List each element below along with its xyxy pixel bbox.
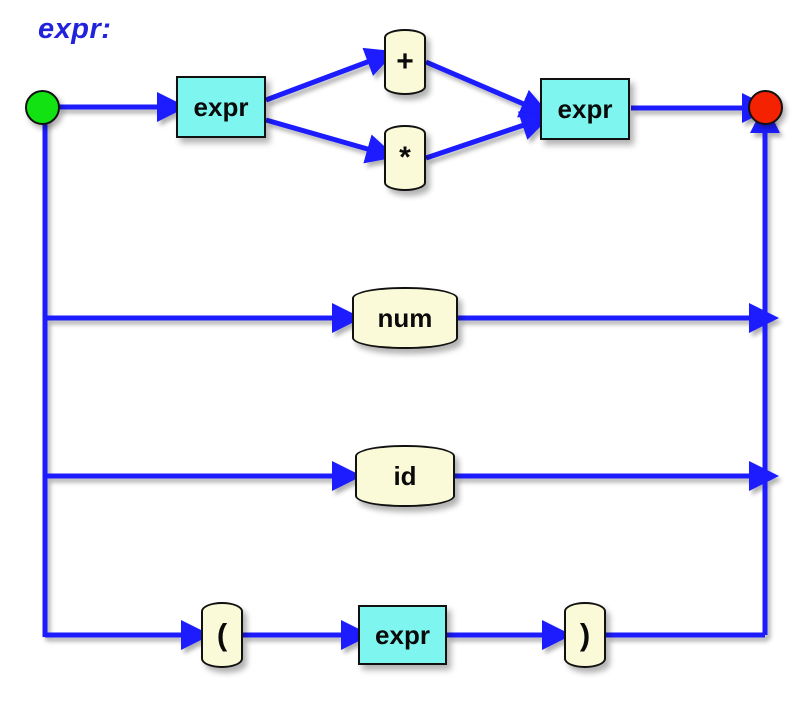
- node-rparen[interactable]: ): [564, 602, 606, 668]
- node-lparen[interactable]: (: [201, 602, 243, 668]
- node-expr-right[interactable]: expr: [540, 78, 630, 140]
- node-op-plus[interactable]: +: [384, 29, 426, 95]
- start-node: [25, 90, 60, 125]
- node-id[interactable]: id: [355, 445, 455, 507]
- node-num[interactable]: num: [352, 287, 458, 349]
- end-node: [748, 90, 783, 125]
- edge-plus-to-exprright: [425, 59, 551, 118]
- page-title: expr:: [38, 13, 112, 45]
- edge-times-to-exprright: [425, 111, 552, 161]
- node-expr-left[interactable]: expr: [176, 76, 266, 138]
- edge-exprleft-to-times: [265, 117, 397, 164]
- edge-exprleft-to-plus: [265, 47, 396, 103]
- node-expr-paren[interactable]: expr: [358, 605, 447, 665]
- node-op-times[interactable]: *: [384, 125, 426, 191]
